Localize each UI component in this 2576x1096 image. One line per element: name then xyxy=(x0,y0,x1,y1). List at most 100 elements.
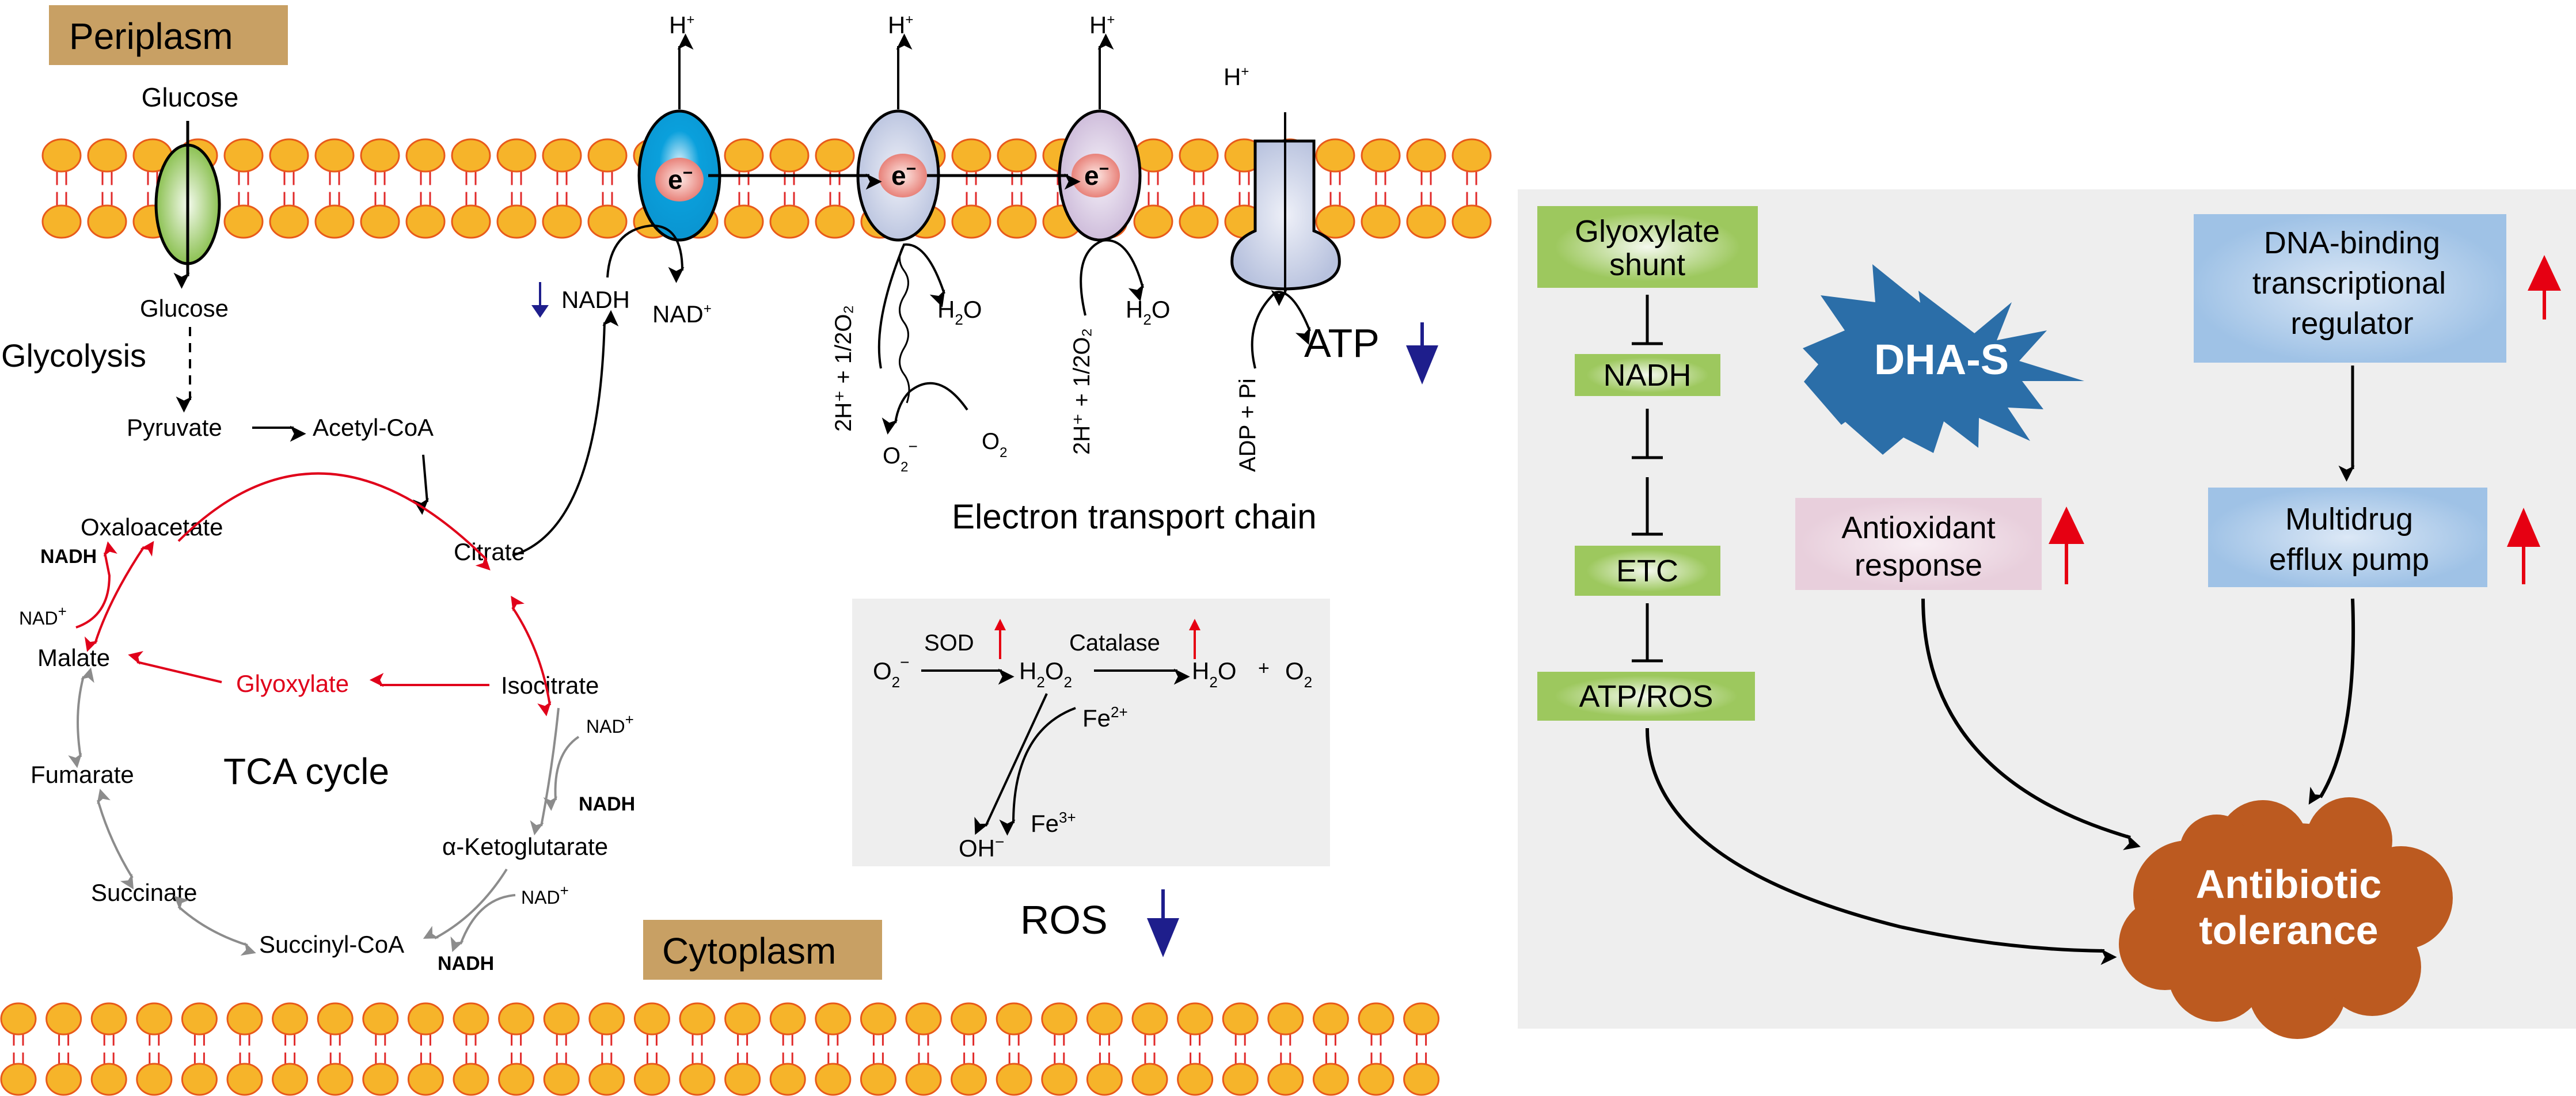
nadh-box xyxy=(1575,354,1720,396)
svg-text:Periplasm: Periplasm xyxy=(69,16,233,57)
electron-label-1: e− xyxy=(668,163,693,195)
isocitrate-to-akg-arrow xyxy=(530,707,560,836)
ros-decrease-arrow-head xyxy=(1147,918,1179,957)
atp-ros-to-tolerance-arrow xyxy=(1645,728,2117,965)
efflux-pump-line2: efflux pump xyxy=(2269,542,2429,577)
dna-regulator-line1: DNA-binding xyxy=(2264,226,2440,260)
hydroxide-label: OH− xyxy=(959,833,1004,862)
phospholipid xyxy=(997,138,1037,239)
svg-text:Cytoplasm: Cytoplasm xyxy=(662,930,836,972)
fumarate-malate-arrow xyxy=(68,667,94,768)
oxaloacetate-to-citrate-arrow xyxy=(177,472,491,571)
alpha-ketoglutarate-label: α-Ketoglutarate xyxy=(442,833,608,860)
etc-nadh-label: NADH xyxy=(561,286,630,313)
ros-label: ROS xyxy=(1020,897,1108,942)
antibiotic-tolerance-cloud xyxy=(2119,797,2453,1039)
phospholipid xyxy=(769,138,810,239)
phospholipid xyxy=(1406,138,1446,239)
akg-to-succinylcoa-arrow xyxy=(423,868,508,939)
electron-label-2: e− xyxy=(891,159,916,191)
catalase-increase-arrow-head xyxy=(1189,619,1200,630)
acetyl-coa-label: Acetyl-CoA xyxy=(313,414,434,441)
tolerance-line1: Antibiotic xyxy=(2196,862,2382,907)
oxaloacetate-label: Oxaloacetate xyxy=(81,513,223,541)
antioxidant-line2: response xyxy=(1855,548,1982,583)
phospholipid xyxy=(45,1002,82,1096)
phospholipid xyxy=(405,138,446,239)
phospholipid xyxy=(1177,1002,1214,1096)
phospholipid xyxy=(498,1002,535,1096)
ros-oxygen: O2 xyxy=(1285,657,1312,691)
phospholipid xyxy=(317,1002,354,1096)
dha-s-label: DHA-S xyxy=(1874,336,2009,383)
phospholipid xyxy=(496,138,537,239)
adp-to-atp-arrow xyxy=(1251,291,1311,369)
nad-to-nadh-arrow-malate xyxy=(75,541,117,629)
dna-regulator-line2: transcriptional xyxy=(2252,266,2446,300)
citrate-label: Citrate xyxy=(454,538,525,565)
phospholipid xyxy=(41,138,82,239)
complex3-reactant-label: 2H⁺ + 1/2O₂ xyxy=(1069,328,1095,455)
malate-label: Malate xyxy=(37,644,110,671)
phospholipid xyxy=(181,1002,218,1096)
phospholipid xyxy=(860,1002,896,1096)
nad-to-nadh-arrow-akg xyxy=(450,894,516,952)
succinylcoa-succinate-arrow xyxy=(174,896,256,956)
fenton-hydroxide-arrow xyxy=(974,693,1048,835)
inhibition-symbol-1 xyxy=(1632,295,1663,345)
fenton-iron-arrow xyxy=(999,707,1076,836)
phospholipid xyxy=(769,1002,806,1096)
complex1-proton-label: H+ xyxy=(669,12,694,39)
multidrug-efflux-pump-box xyxy=(2208,488,2487,587)
cytoplasm-label: Cytoplasm xyxy=(643,920,882,980)
glucose-extracellular: Glucose xyxy=(142,82,239,112)
antioxidant-to-tolerance-arrow xyxy=(1921,598,2141,850)
phospholipid xyxy=(360,138,400,239)
glyoxylate-shunt-line2: shunt xyxy=(1609,248,1685,282)
phospholipid xyxy=(1222,1002,1259,1096)
electron-icon xyxy=(655,158,704,201)
atp-ros-box-label: ATP/ROS xyxy=(1579,679,1713,714)
glyoxylate-to-malate-arrow xyxy=(128,651,222,683)
nad-to-nadh-arrow-isocitrate xyxy=(543,736,580,811)
phospholipid xyxy=(1315,138,1355,239)
complex2-reactant-label: 2H⁺ + 1/2O₂ xyxy=(831,305,856,432)
phospholipid xyxy=(314,138,355,239)
inhibition-symbol-3 xyxy=(1632,603,1663,663)
ros-plus: + xyxy=(1258,657,1270,679)
nadh-malate-label: NADH xyxy=(40,546,97,568)
phospholipid xyxy=(226,1002,263,1096)
citrate-to-nadh-arrow xyxy=(512,310,619,557)
sod-label: SOD xyxy=(924,630,974,656)
phospholipid xyxy=(996,1002,1032,1096)
ros-detox-box xyxy=(852,599,1330,866)
succinyl-coa-label: Succinyl-CoA xyxy=(259,931,404,958)
phospholipid xyxy=(0,1002,37,1096)
oxygen-to-superoxide-arrow xyxy=(882,382,968,435)
antioxidant-line1: Antioxidant xyxy=(1841,511,1995,545)
phospholipid xyxy=(223,138,264,239)
glycolysis-label: Glycolysis xyxy=(1,337,146,374)
complex3-water-arrow xyxy=(1080,239,1144,316)
nad-isocitrate-label: NAD+ xyxy=(586,711,634,737)
inhibition-symbol-2b xyxy=(1632,477,1663,536)
glyoxylate-label: Glyoxylate xyxy=(236,670,349,697)
atp-synthase-proton-label: H+ xyxy=(1224,63,1249,90)
superoxide-leak-wave xyxy=(899,244,910,404)
phospholipid xyxy=(815,138,855,239)
phospholipid xyxy=(679,1002,716,1096)
phospholipid xyxy=(815,1002,852,1096)
complex2-proton-label: H+ xyxy=(888,12,913,39)
phospholipid xyxy=(272,1002,309,1096)
electron-icon xyxy=(879,154,927,197)
pump-to-tolerance-arrow xyxy=(2308,598,2355,805)
efflux-pump-line1: Multidrug xyxy=(2285,502,2413,536)
phospholipid xyxy=(724,1002,761,1096)
ros-h2o2: H2O2 xyxy=(1019,657,1072,691)
atp-label: ATP xyxy=(1304,321,1380,366)
phospholipid xyxy=(951,1002,987,1096)
dna-regulator-increase-arrow-head xyxy=(2528,255,2561,291)
phospholipid xyxy=(1041,1002,1078,1096)
phospholipid xyxy=(1312,1002,1349,1096)
